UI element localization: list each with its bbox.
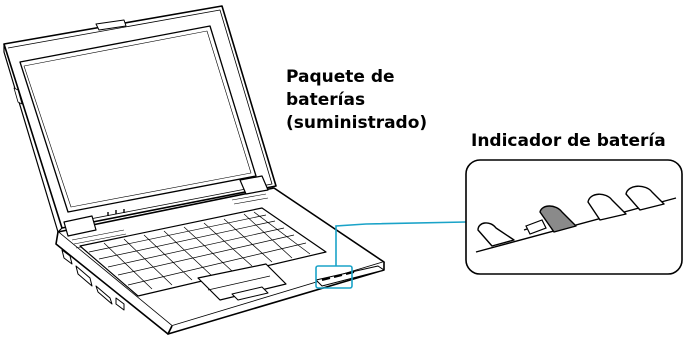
laptop-lid <box>3 5 277 233</box>
indicator-slot-1 <box>477 222 515 247</box>
keyboard <box>79 207 327 297</box>
indicator-highlight-box <box>315 265 353 289</box>
battery-pack-label-line-3: (suministrado) <box>286 113 428 133</box>
indicator-slot-3 <box>587 193 627 221</box>
inset-frame <box>465 159 683 275</box>
battery-pack-label-line-1: Paquete de <box>286 67 395 87</box>
indicator-slot-4 <box>625 185 665 211</box>
battery-icon <box>523 219 547 235</box>
battery-pack-label: Paquete de baterías (suministrado) <box>286 66 427 135</box>
battery-pack-label-line-2: baterías <box>286 90 366 110</box>
keyboard-keys <box>88 211 311 290</box>
indicator-inset <box>465 159 683 275</box>
laptop-screen <box>19 25 257 213</box>
callout-connector <box>315 221 467 289</box>
battery-indicator-label: Indicador de batería <box>471 131 666 151</box>
laptop-base <box>55 175 385 335</box>
indicator-slot-battery <box>539 205 577 233</box>
